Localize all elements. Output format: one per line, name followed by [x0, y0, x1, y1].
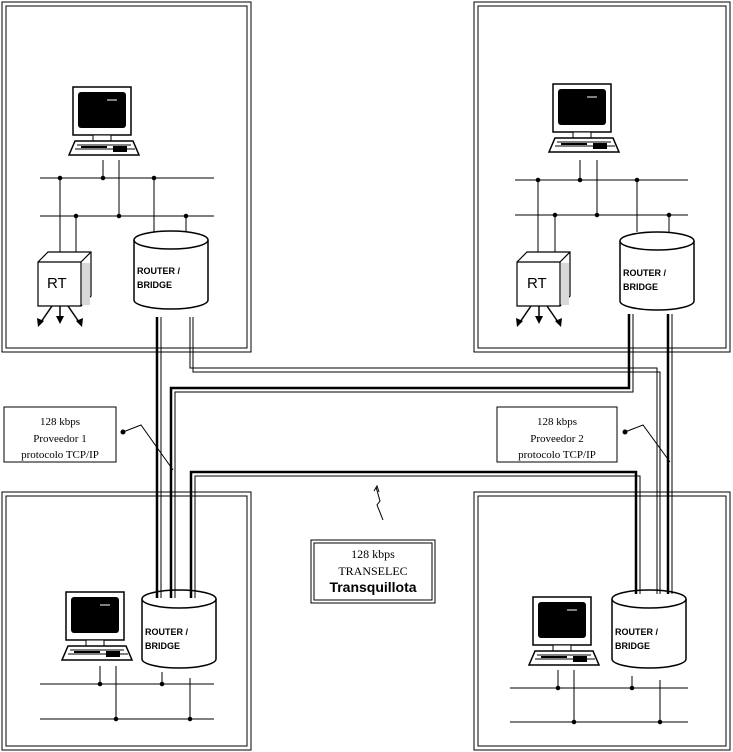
- router-label-bottom-right: ROUTER /: [615, 627, 659, 637]
- site-bottom-right: [473, 491, 731, 751]
- pointer-right: [622, 424, 671, 463]
- arrow-down-icon: [534, 305, 544, 325]
- link-label-right: 128 kbps Proveedor 2 protocolo TCP/IP: [496, 406, 618, 463]
- rt-label-top-right: RT: [527, 275, 547, 292]
- router-label-bottom-left: ROUTER /: [145, 627, 189, 637]
- link-center-line1: 128 kbps: [351, 547, 395, 561]
- arrow-down-icon: [37, 305, 53, 327]
- lightning-icon: [373, 484, 384, 521]
- lan-bottom-left: [40, 666, 214, 722]
- link-right-line1: 128 kbps: [537, 416, 577, 428]
- link-center-line2: TRANSELEC: [338, 564, 407, 578]
- computer-icon: [61, 591, 133, 661]
- wan-link-tr-bl: [169, 314, 634, 598]
- link-label-left: 128 kbps Proveedor 1 protocolo TCP/IP: [3, 406, 117, 463]
- router-label-top-right-2: BRIDGE: [623, 282, 658, 292]
- router-label-top-right: ROUTER /: [623, 268, 667, 278]
- router-label-bottom-left-2: BRIDGE: [145, 641, 180, 651]
- arrow-down-icon: [55, 305, 65, 325]
- link-left-line1: 128 kbps: [40, 416, 80, 428]
- lan-top-right: [515, 160, 688, 252]
- site-top-right: [473, 1, 731, 353]
- computer-icon: [548, 83, 620, 153]
- wan-link-tl-br: [189, 317, 661, 594]
- pointer-left: [120, 424, 174, 471]
- link-left-line2: Proveedor 1: [33, 433, 86, 445]
- link-right-line2: Proveedor 2: [530, 433, 583, 445]
- link-right-line3: protocolo TCP/IP: [518, 449, 596, 461]
- site-bottom-left: [1, 491, 252, 751]
- lan-bottom-right: [510, 670, 688, 725]
- link-left-line3: protocolo TCP/IP: [21, 449, 99, 461]
- router-label-top-left: ROUTER /: [137, 266, 181, 276]
- rt-label-top-left: RT: [47, 275, 67, 292]
- wan-link-tl-bl: [155, 317, 162, 598]
- computer-icon: [528, 596, 600, 666]
- wan-link-tr-br: [666, 314, 673, 594]
- link-center-line3: Transquillota: [329, 579, 416, 595]
- link-label-center: 128 kbps TRANSELEC Transquillota: [310, 539, 436, 604]
- router-label-top-left-2: BRIDGE: [137, 280, 172, 290]
- arrow-down-icon: [516, 305, 532, 327]
- site-top-left: [1, 1, 252, 353]
- wan-link-bl-br: [189, 470, 641, 598]
- lan-top-left: [40, 160, 214, 252]
- arrow-down-icon: [67, 305, 83, 327]
- computer-icon: [68, 86, 140, 156]
- router-label-bottom-right-2: BRIDGE: [615, 641, 650, 651]
- arrow-down-icon: [546, 305, 562, 327]
